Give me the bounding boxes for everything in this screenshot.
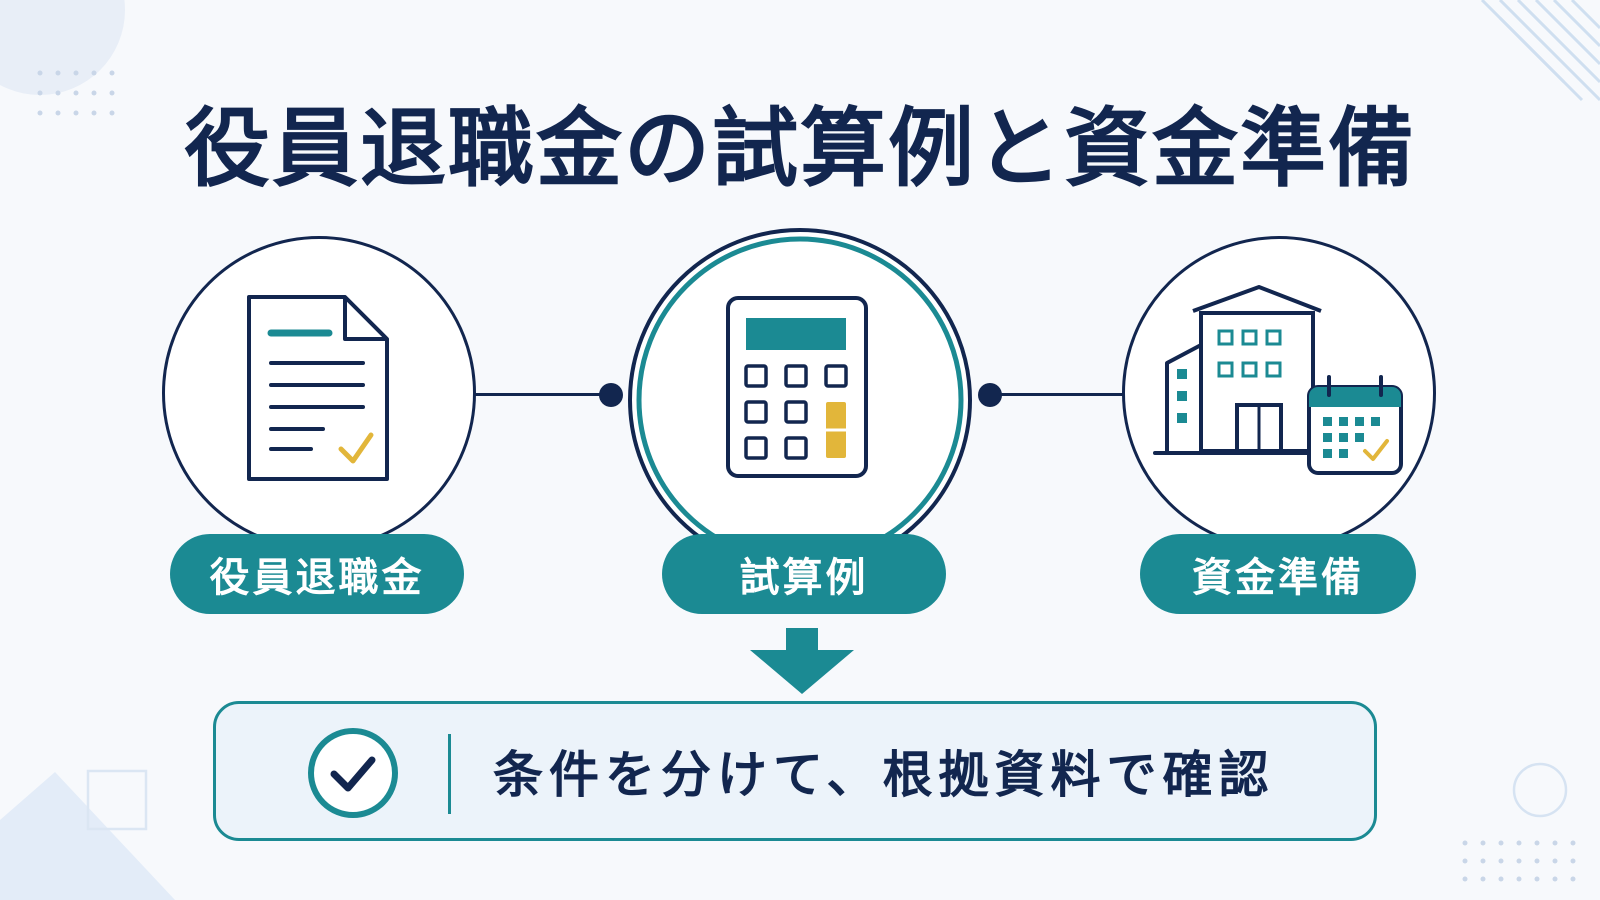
down-arrow-icon: [750, 628, 854, 694]
node-circle-building: [1122, 236, 1436, 550]
document-check-icon: [247, 295, 389, 481]
connector-dot-left: [599, 383, 623, 407]
node-label-fund-preparation: 資金準備: [1140, 534, 1416, 614]
deco-dot-grid-bottom-right: [1462, 840, 1576, 882]
conclusion-box: 条件を分けて、根拠資料で確認: [213, 701, 1377, 841]
node-circle-calculator: [628, 228, 972, 572]
conclusion-divider: [448, 734, 451, 814]
page-title: 役員退職金の試算例と資金準備: [184, 99, 1416, 199]
deco-ring: [1512, 762, 1568, 818]
node-label-calculation-example: 試算例: [662, 534, 946, 614]
deco-stripes-top-right: [1480, 0, 1600, 102]
deco-square: [86, 769, 148, 831]
calculator-icon: [636, 236, 964, 564]
deco-triangle: [0, 772, 175, 900]
conclusion-text: 条件を分けて、根拠資料で確認: [493, 746, 1275, 804]
connector-right: [990, 393, 1126, 396]
checkmark-circle-icon: [308, 728, 398, 818]
deco-dot-grid-top-left: [37, 70, 115, 116]
building-calendar-icon: [1153, 285, 1403, 475]
node-label-officer-retirement: 役員退職金: [170, 534, 464, 614]
connector-dot-right: [978, 383, 1002, 407]
node-circle-document: [162, 236, 476, 550]
connector-left: [472, 393, 612, 396]
